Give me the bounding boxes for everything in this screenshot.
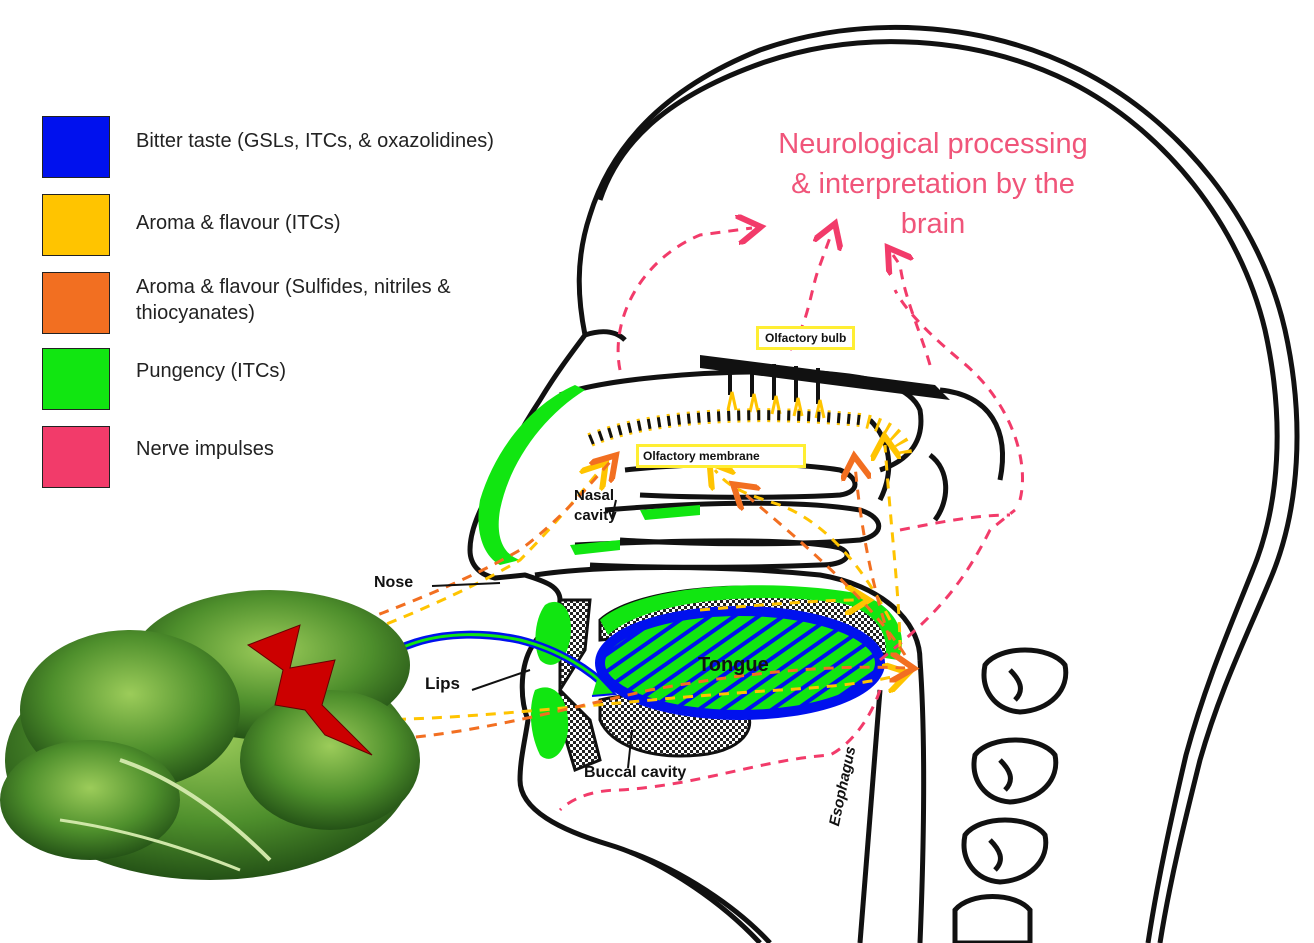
legend-label-bitter: Bitter taste (GSLs, ITCs, & oxazolidines… — [136, 128, 576, 154]
tongue-label: Tongue — [698, 654, 769, 677]
legend-label-aroma-sulfide: Aroma & flavour (Sulfides, nitriles & th… — [136, 274, 536, 326]
nasal-cavity-label: Nasal cavity — [574, 486, 617, 526]
nasal-cavity-text-2: cavity — [574, 506, 617, 526]
legend-swatch-bitter — [42, 116, 110, 178]
legend-item-nerve: Nerve impulses — [40, 426, 600, 502]
nasal-turbinates — [560, 372, 1003, 568]
olfactory-membrane-text: Olfactory membrane — [643, 449, 760, 463]
olfactory-membrane-label: Olfactory membrane — [636, 444, 806, 468]
olfactory-bulb-text: Olfactory bulb — [765, 331, 846, 345]
olfactory-bulb-label: Olfactory bulb — [756, 326, 855, 350]
nasal-cavity-text-1: Nasal — [574, 486, 617, 506]
title-line-3: brain — [728, 204, 1138, 244]
vertebrae — [955, 650, 1066, 943]
kale-image — [0, 590, 420, 880]
legend-item-aroma-itc: Aroma & flavour (ITCs) — [40, 194, 600, 270]
legend-label-aroma-itc: Aroma & flavour (ITCs) — [136, 210, 576, 236]
legend-swatch-aroma-itc — [42, 194, 110, 256]
legend-label-nerve: Nerve impulses — [136, 436, 576, 462]
legend-item-aroma-sulfide: Aroma & flavour (Sulfides, nitriles & th… — [40, 272, 600, 348]
legend-label-pungency: Pungency (ITCs) — [136, 358, 576, 384]
legend: Bitter taste (GSLs, ITCs, & oxazolidines… — [40, 116, 620, 496]
throat-outline — [860, 660, 924, 943]
nose-label: Nose — [374, 574, 413, 592]
title-line-1: Neurological processing — [728, 124, 1138, 164]
brain-processing-title: Neurological processing & interpretation… — [728, 124, 1138, 244]
legend-item-bitter: Bitter taste (GSLs, ITCs, & oxazolidines… — [40, 116, 600, 192]
lips-label: Lips — [425, 674, 460, 694]
legend-swatch-pungency — [42, 348, 110, 410]
legend-swatch-nerve — [42, 426, 110, 488]
buccal-cavity-label: Buccal cavity — [584, 764, 686, 782]
legend-swatch-aroma-sulfide — [42, 272, 110, 334]
title-line-2: & interpretation by the — [728, 164, 1138, 204]
legend-item-pungency: Pungency (ITCs) — [40, 348, 600, 424]
olfactory-bulb-plate — [700, 355, 950, 400]
